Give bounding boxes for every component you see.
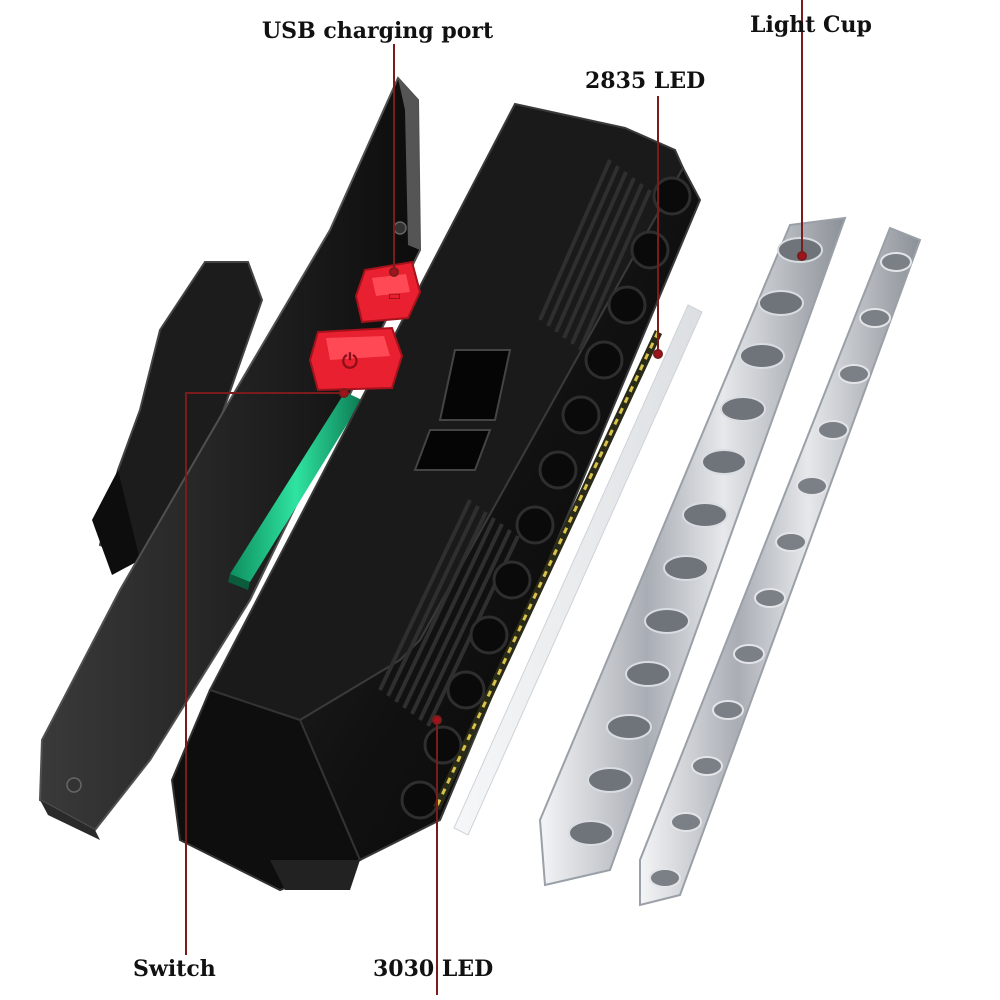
light-cup-reflector-back bbox=[639, 226, 922, 907]
light-cup-leader-dot bbox=[797, 251, 807, 261]
switch-leader-line bbox=[185, 392, 344, 955]
diffuser-panel bbox=[453, 304, 703, 836]
switch-label: Switch bbox=[133, 956, 216, 982]
usb-icon: ▭ bbox=[388, 288, 401, 304]
light-cup-label: Light Cup bbox=[750, 12, 872, 38]
usb-port-cover: ▭ bbox=[354, 260, 422, 324]
led-3030-strip bbox=[433, 330, 662, 810]
light-cup-reflector-front bbox=[538, 216, 847, 887]
upper-vent-ridges bbox=[538, 159, 652, 351]
callout-leader-lines bbox=[185, 0, 807, 995]
lower-vent-ridges bbox=[378, 499, 520, 727]
led-2835-leader-dot bbox=[653, 349, 663, 359]
back-plate bbox=[38, 76, 422, 840]
usb-charging-port-label: USB charging port bbox=[262, 18, 494, 44]
switch-leader-dot bbox=[339, 388, 349, 398]
led-3030-label: 3030 LED bbox=[373, 956, 494, 982]
usb-leader-dot bbox=[389, 267, 399, 277]
power-icon: ⏻ bbox=[342, 349, 358, 373]
power-switch-button: ⏻ bbox=[308, 326, 404, 392]
led-2835-label: 2835 LED bbox=[585, 68, 706, 94]
handle-slot bbox=[413, 349, 512, 471]
led-3030-leader-dot bbox=[432, 715, 442, 725]
green-indicator-strip bbox=[228, 392, 362, 590]
